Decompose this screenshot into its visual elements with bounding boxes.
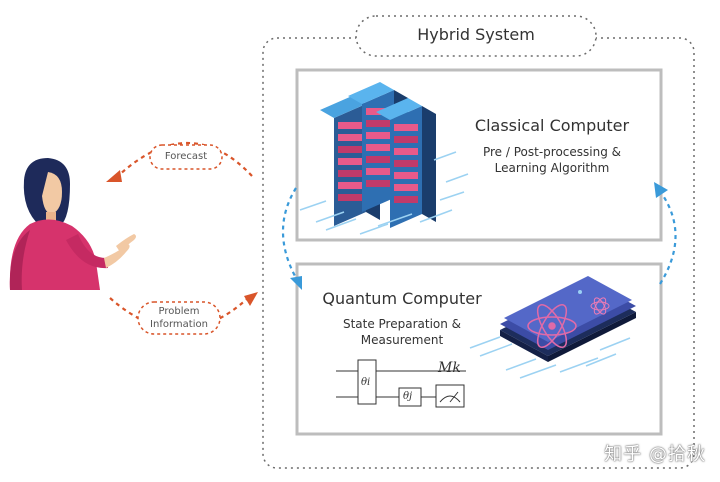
measurement-label: Mk xyxy=(438,360,461,376)
server-data-streaks xyxy=(299,151,469,235)
quantum-to-classical-arrowhead xyxy=(654,182,668,198)
problem-information-label: Problem Information xyxy=(150,306,208,330)
forecast-arrowhead xyxy=(106,170,122,182)
person-body-shade xyxy=(9,230,31,290)
person-icon xyxy=(9,158,136,290)
forecast-pill xyxy=(149,144,223,170)
forecast-label: Forecast xyxy=(164,151,208,162)
person-hand-raised xyxy=(116,234,136,252)
quantum-to-classical-arrow xyxy=(659,193,677,285)
hybrid-system-border xyxy=(262,37,695,469)
quantum-computer-subtitle: State Preparation & Measurement xyxy=(342,317,462,347)
atom-icon xyxy=(527,303,577,349)
problem-pill xyxy=(137,301,221,335)
chip-data-streaks xyxy=(469,336,631,379)
person-arm xyxy=(66,234,108,269)
classical-to-quantum-arrowhead xyxy=(290,276,302,290)
server-rack-icon xyxy=(299,82,469,235)
forecast-arrow xyxy=(117,141,253,177)
quantum-computer-title: Quantum Computer xyxy=(322,289,482,308)
gate-label-theta-i: θi xyxy=(361,377,371,388)
hybrid-title-pill xyxy=(355,15,597,57)
classical-computer-title: Classical Computer xyxy=(474,116,630,135)
gate-label-theta-j: θj xyxy=(403,391,413,402)
chip-node xyxy=(578,290,582,294)
classical-to-quantum-arrow xyxy=(281,187,297,279)
quantum-chip-icon xyxy=(469,276,636,379)
gate-box-theta-j xyxy=(398,387,422,407)
measurement-dial xyxy=(439,395,461,403)
server-tower xyxy=(376,98,436,228)
classical-computer-subtitle: Pre / Post-processing & Learning Algorit… xyxy=(482,145,622,175)
person-face xyxy=(42,172,62,214)
atom-icon xyxy=(590,297,610,315)
measurement-needle xyxy=(449,391,459,403)
watermark: 知乎 @拾秋 xyxy=(604,444,706,465)
hybrid-system-title: Hybrid System xyxy=(417,25,535,44)
person-hand xyxy=(104,244,130,268)
problem-arrowhead xyxy=(244,292,258,306)
gate-box-theta-i xyxy=(357,359,377,405)
quantum-circuit xyxy=(336,359,466,408)
